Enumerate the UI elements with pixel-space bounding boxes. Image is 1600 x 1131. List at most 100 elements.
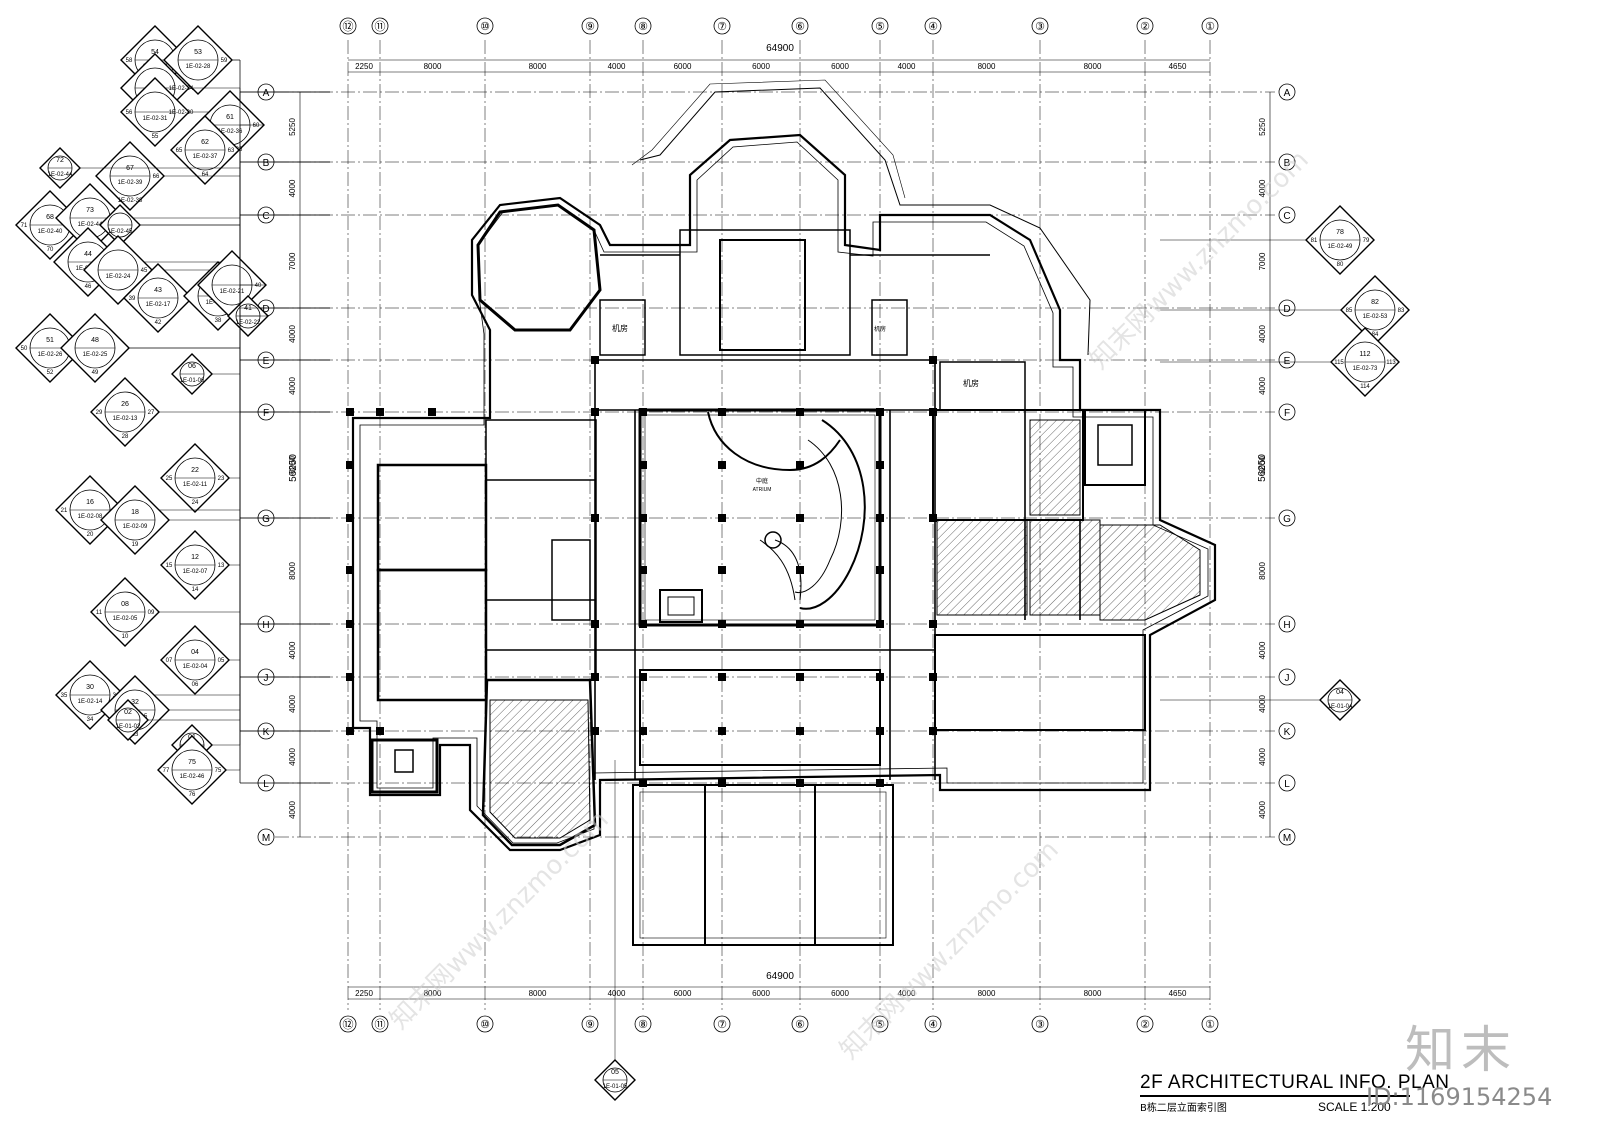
index-tag-left: 50 bbox=[21, 346, 28, 352]
index-tag-left: 25 bbox=[166, 476, 173, 482]
grid-label-column: ⑪ bbox=[375, 1018, 386, 1031]
grid-label-row: B bbox=[263, 158, 270, 169]
grid-bubble-row bbox=[1278, 509, 1296, 527]
index-tag-number: 43 bbox=[154, 287, 162, 294]
southwest-stair-tower bbox=[370, 738, 439, 794]
structural-column bbox=[639, 461, 647, 469]
east-machine-room bbox=[939, 361, 1026, 411]
dimension-text-row: 4000 bbox=[1258, 695, 1267, 713]
dimension-text-row: 4000 bbox=[1258, 325, 1267, 343]
index-tag-number: 02 bbox=[124, 709, 132, 716]
dimension-text-column: 6000 bbox=[752, 989, 770, 998]
structural-column bbox=[346, 620, 354, 628]
elevator-shaft bbox=[659, 589, 703, 623]
dimension-text-column: 6000 bbox=[674, 62, 692, 71]
index-tag-number: 41 bbox=[244, 305, 252, 312]
stair-newel bbox=[764, 531, 782, 549]
structural-column bbox=[591, 514, 599, 522]
grid-bubble-column bbox=[371, 17, 389, 35]
structural-column bbox=[876, 727, 884, 735]
index-tag-right: 113 bbox=[1386, 360, 1396, 366]
dimension-text-column: 6000 bbox=[831, 989, 849, 998]
structural-column bbox=[718, 408, 726, 416]
grid-bubble-column bbox=[791, 17, 809, 35]
dimension-text-row: 4000 bbox=[288, 179, 297, 197]
spiral-stair-outer bbox=[799, 419, 866, 610]
grid-label-column: ⑩ bbox=[480, 1019, 490, 1031]
column-markers bbox=[346, 356, 937, 787]
index-tag-number: 44 bbox=[84, 251, 92, 258]
index-tag-right: 60 bbox=[253, 123, 260, 129]
structural-column bbox=[346, 727, 354, 735]
index-tag-right: 23 bbox=[218, 476, 225, 482]
grid-bubble-row bbox=[257, 828, 275, 846]
dimension-text: 64900 64900 56250 56250 bbox=[288, 43, 1268, 982]
watermark-id: ID:1169154254 bbox=[1366, 1083, 1553, 1111]
grid-label-row: C bbox=[262, 211, 269, 222]
grid-bubble-column bbox=[634, 17, 652, 35]
grid-label-column: ⑨ bbox=[585, 21, 595, 33]
structural-column bbox=[929, 356, 937, 364]
grid-label-column: ③ bbox=[1035, 1019, 1045, 1031]
index-tag-right: 45 bbox=[141, 268, 148, 274]
index-tag-sheet: 1E-02-21 bbox=[220, 289, 245, 295]
grid-label-row: D bbox=[1283, 304, 1290, 315]
index-tag-right: 1E-02-34 bbox=[169, 86, 194, 92]
index-tag-number: 72 bbox=[56, 157, 64, 164]
structural-column bbox=[929, 514, 937, 522]
dimension-text-column: 8000 bbox=[424, 989, 442, 998]
hatched-room-east-1 bbox=[936, 519, 1028, 616]
atrium-boundary bbox=[638, 408, 882, 627]
grid-bubble-column bbox=[924, 1015, 942, 1033]
dimension-text-row: 8000 bbox=[288, 456, 297, 474]
dimension-text-row: 7000 bbox=[1258, 252, 1267, 270]
grid-label-column: ⑩ bbox=[480, 21, 490, 33]
structural-column bbox=[718, 779, 726, 787]
dimension-text-column: 8000 bbox=[424, 62, 442, 71]
grid-bubble-row bbox=[1278, 668, 1296, 686]
index-tag-number: 61 bbox=[226, 114, 234, 121]
grid-bubble-column bbox=[1136, 17, 1154, 35]
index-tag-sheet: 1E-01-05 bbox=[603, 1084, 628, 1090]
grid-label-row: G bbox=[1283, 514, 1291, 525]
overall-width-top: 64900 bbox=[766, 43, 794, 54]
structural-column bbox=[591, 727, 599, 735]
structural-column bbox=[346, 673, 354, 681]
dimension-text-row: 4000 bbox=[288, 801, 297, 819]
structural-column bbox=[346, 514, 354, 522]
index-tag-sheet: 1E-02-28 bbox=[186, 64, 211, 70]
index-tag-number: 04 bbox=[1336, 689, 1344, 696]
index-tag-number: 30 bbox=[86, 684, 94, 691]
index-tag-number: 12 bbox=[191, 554, 199, 561]
grid-bubble-row bbox=[1278, 615, 1296, 633]
index-tag-left: 71 bbox=[21, 223, 28, 229]
index-tag-leader bbox=[124, 411, 330, 696]
structural-column bbox=[718, 461, 726, 469]
index-tag-left: 56 bbox=[126, 110, 133, 116]
index-tag-number: 22 bbox=[191, 467, 199, 474]
grid-bubble-row bbox=[1278, 299, 1296, 317]
structural-column bbox=[639, 673, 647, 681]
south-loggia-inner bbox=[639, 791, 887, 939]
grid-label-row: M bbox=[1283, 833, 1291, 844]
grid-label-row: H bbox=[1283, 620, 1290, 631]
dimension-text-row: 8000 bbox=[288, 562, 297, 580]
spiral-stair-return bbox=[759, 539, 802, 601]
structural-column bbox=[796, 408, 804, 416]
index-tag-left: 39 bbox=[129, 296, 136, 302]
index-tag-sheet: 1E-02-04 bbox=[183, 664, 208, 670]
index-tag-number: 18 bbox=[131, 509, 139, 516]
grid-label-row: B bbox=[1284, 158, 1291, 169]
grid-bubble-row bbox=[1278, 83, 1296, 101]
grid-bubble-row bbox=[1278, 828, 1296, 846]
index-tag-number: 68 bbox=[46, 214, 54, 221]
index-tag-right: 63 bbox=[228, 148, 235, 154]
index-tag-bottom: 52 bbox=[47, 370, 54, 376]
index-tag-number: 53 bbox=[194, 49, 202, 56]
structural-column bbox=[639, 620, 647, 628]
